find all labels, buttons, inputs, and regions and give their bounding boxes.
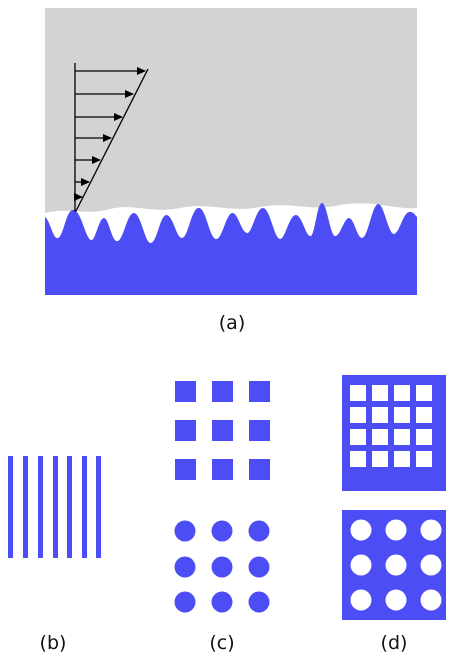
circle-hole <box>420 589 442 611</box>
square-hole <box>350 385 366 401</box>
circle-post <box>211 591 233 613</box>
circle-post <box>211 556 233 578</box>
circle-post <box>248 520 270 542</box>
square-post <box>175 381 196 402</box>
stripe <box>53 456 58 558</box>
square-post <box>212 459 233 480</box>
circle-hole <box>350 589 372 611</box>
square-post <box>175 420 196 441</box>
square-post <box>249 420 270 441</box>
square-post <box>212 420 233 441</box>
panel-a <box>45 8 417 295</box>
stripe <box>96 456 101 558</box>
rough-wall <box>45 203 417 295</box>
circle-post <box>174 591 196 613</box>
velocity-arrows <box>74 67 146 201</box>
stripe <box>38 456 43 558</box>
square-hole <box>372 407 388 423</box>
circle-hole <box>420 554 442 576</box>
square-hole <box>350 407 366 423</box>
square-hole <box>394 429 410 445</box>
square-hole <box>416 429 432 445</box>
circle-hole <box>385 519 407 541</box>
circle-hole <box>385 554 407 576</box>
circle-post <box>174 520 196 542</box>
circle-hole <box>350 554 372 576</box>
circle-hole <box>350 519 372 541</box>
square-post <box>249 381 270 402</box>
square-post <box>175 459 196 480</box>
square-post <box>249 459 270 480</box>
caption-a: (a) <box>218 312 246 334</box>
square-hole <box>394 451 410 467</box>
square-hole <box>416 451 432 467</box>
panel-d-square-holes <box>342 375 446 491</box>
circle-post <box>174 556 196 578</box>
square-hole <box>416 385 432 401</box>
square-hole <box>372 429 388 445</box>
caption-b: (b) <box>39 632 67 654</box>
stripe <box>8 456 13 558</box>
square-hole <box>350 451 366 467</box>
square-hole <box>372 385 388 401</box>
stripe <box>82 456 87 558</box>
stripe <box>67 456 72 558</box>
square-hole <box>394 385 410 401</box>
square-hole <box>372 451 388 467</box>
panel-c-circles <box>174 520 270 613</box>
caption-d: (d) <box>380 632 408 654</box>
velocity-profile-line <box>75 68 149 212</box>
panel-c-squares <box>175 381 270 480</box>
caption-c: (c) <box>209 632 235 654</box>
circle-post <box>248 556 270 578</box>
circle-hole <box>385 589 407 611</box>
stripe <box>23 456 28 558</box>
circle-hole <box>420 519 442 541</box>
panel-b-stripes <box>8 456 101 558</box>
panel-d-circle-holes <box>342 510 446 620</box>
circle-post <box>211 520 233 542</box>
square-hole <box>350 429 366 445</box>
circle-post <box>248 591 270 613</box>
square-hole <box>416 407 432 423</box>
square-post <box>212 381 233 402</box>
square-hole <box>394 407 410 423</box>
